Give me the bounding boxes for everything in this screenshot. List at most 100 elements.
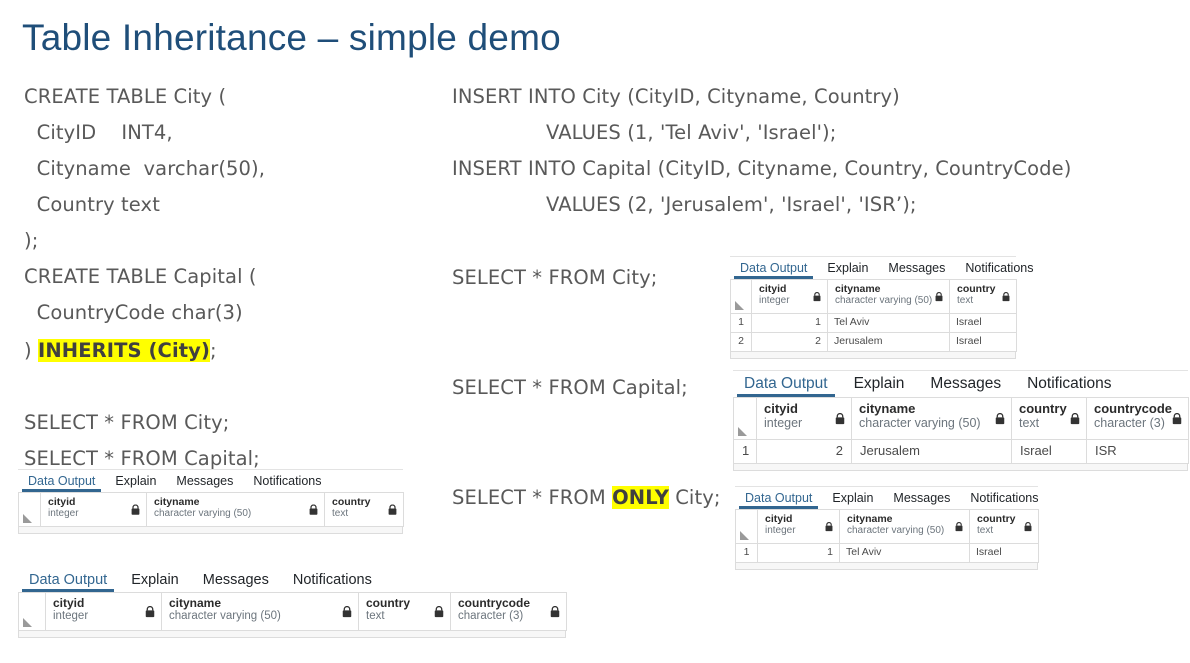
result-panel-right-capital: Data Output Explain Messages Notificatio…: [733, 370, 1189, 471]
select-only-prefix: SELECT * FROM: [452, 486, 613, 509]
tab-notifications[interactable]: Notifications: [965, 261, 1034, 275]
code-create-city-close: );: [24, 229, 39, 252]
column-header-cityname[interactable]: cityname character varying (50): [146, 492, 325, 527]
code-left-select-capital: SELECT * FROM Capital;: [24, 447, 260, 470]
tab-notifications[interactable]: Notifications: [292, 572, 372, 588]
tab-notifications[interactable]: Notifications: [253, 474, 322, 488]
table-row[interactable]: 1 2 Jerusalem Israel ISR: [733, 439, 1189, 464]
tab-notifications[interactable]: Notifications: [1027, 375, 1112, 392]
tab-data-output[interactable]: Data Output: [22, 474, 102, 492]
grid-header-row: cityid integer cityname character varyin…: [730, 279, 1017, 314]
cell-cityname[interactable]: Tel Aviv: [839, 543, 970, 563]
code-right-select-only-city: SELECT * FROM ONLY City;: [452, 486, 721, 510]
column-type: integer: [48, 508, 79, 519]
grid-corner-cell[interactable]: [733, 397, 757, 440]
panel-divider: [730, 256, 1016, 257]
column-header-cityid[interactable]: cityid integer: [45, 592, 162, 631]
tab-data-output[interactable]: Data Output: [739, 491, 819, 509]
column-header-cityname[interactable]: cityname character varying (50): [827, 279, 950, 314]
tab-messages[interactable]: Messages: [176, 474, 234, 488]
tab-explain[interactable]: Explain: [827, 261, 869, 275]
tab-explain[interactable]: Explain: [131, 572, 179, 588]
cell-countrycode[interactable]: ISR: [1086, 439, 1189, 464]
cell-country[interactable]: Israel: [1011, 439, 1087, 464]
column-header-cityid[interactable]: cityid integer: [40, 492, 147, 527]
column-header-country[interactable]: country text: [358, 592, 451, 631]
grid-header-row: cityid integer cityname character varyin…: [18, 492, 404, 527]
column-name: cityid: [53, 596, 85, 610]
column-header-country[interactable]: country text: [1011, 397, 1087, 440]
lock-icon: [434, 605, 444, 618]
grid-corner-cell[interactable]: [18, 592, 46, 631]
cell-cityname[interactable]: Jerusalem: [827, 332, 950, 352]
column-name: cityname: [154, 496, 200, 508]
column-type: integer: [759, 295, 790, 306]
tab-messages[interactable]: Messages: [930, 375, 1002, 392]
column-header-country[interactable]: country text: [949, 279, 1017, 314]
panel-divider: [733, 370, 1188, 371]
code-countrycode-column: CountryCode char(3): [24, 301, 243, 324]
tab-explain[interactable]: Explain: [853, 375, 905, 392]
data-grid-left-capital[interactable]: cityid integer cityname character varyin…: [18, 592, 567, 631]
column-header-cityid[interactable]: cityid integer: [751, 279, 828, 314]
tab-data-output[interactable]: Data Output: [734, 261, 814, 279]
code-right-select-city: SELECT * FROM City;: [452, 266, 658, 289]
cell-country[interactable]: Israel: [949, 332, 1017, 352]
lock-icon: [550, 605, 560, 618]
data-grid-left-city[interactable]: cityid integer cityname character varyin…: [18, 492, 404, 527]
panel-divider: [18, 469, 403, 470]
select-only-suffix: City;: [668, 486, 721, 509]
data-grid-right-city[interactable]: cityid integer cityname character varyin…: [730, 279, 1017, 352]
tab-data-output[interactable]: Data Output: [737, 375, 835, 397]
tab-notifications[interactable]: Notifications: [970, 491, 1039, 505]
column-type: character varying (50): [169, 610, 281, 622]
data-grid-right-capital[interactable]: cityid integer cityname character varyin…: [733, 397, 1189, 464]
page-title: Table Inheritance – simple demo: [22, 17, 561, 58]
cell-cityid[interactable]: 2: [751, 332, 828, 352]
tab-data-output[interactable]: Data Output: [22, 572, 115, 592]
table-row[interactable]: 1 1 Tel Aviv Israel: [730, 313, 1017, 333]
lock-icon: [813, 291, 821, 302]
cell-cityname[interactable]: Jerusalem: [851, 439, 1012, 464]
cell-cityname[interactable]: Tel Aviv: [827, 313, 950, 333]
grid-corner-cell[interactable]: [730, 279, 752, 314]
code-country-column: Country text: [24, 193, 160, 216]
tab-messages[interactable]: Messages: [888, 261, 946, 275]
column-header-cityname[interactable]: cityname character varying (50): [839, 509, 970, 544]
inherits-prefix: ): [24, 339, 39, 362]
cell-country[interactable]: Israel: [969, 543, 1039, 563]
only-highlight: ONLY: [612, 486, 669, 509]
column-header-cityid[interactable]: cityid integer: [756, 397, 852, 440]
table-row[interactable]: 2 2 Jerusalem Israel: [730, 332, 1017, 352]
code-insert-capital-values: VALUES (2, 'Jerusalem', 'Israel', 'ISR’)…: [546, 193, 917, 216]
code-right-select-capital: SELECT * FROM Capital;: [452, 376, 688, 399]
lock-icon: [131, 503, 140, 515]
tab-explain[interactable]: Explain: [832, 491, 874, 505]
grid-corner-cell[interactable]: [18, 492, 41, 527]
row-number: 1: [735, 543, 758, 563]
lock-icon: [825, 521, 833, 532]
column-header-cityid[interactable]: cityid integer: [757, 509, 840, 544]
cell-country[interactable]: Israel: [949, 313, 1017, 333]
cell-cityid[interactable]: 1: [751, 313, 828, 333]
cell-cityid[interactable]: 1: [757, 543, 840, 563]
column-name: cityname: [835, 283, 881, 295]
column-header-cityname[interactable]: cityname character varying (50): [161, 592, 359, 631]
column-header-countrycode[interactable]: countrycode character (3): [450, 592, 567, 631]
column-header-country[interactable]: country text: [969, 509, 1039, 544]
lock-icon: [1070, 412, 1080, 425]
tab-messages[interactable]: Messages: [202, 572, 269, 588]
table-row[interactable]: 1 1 Tel Aviv Israel: [735, 543, 1039, 563]
column-header-country[interactable]: country text: [324, 492, 404, 527]
result-panel-right-only-city: Data Output Explain Messages Notificatio…: [735, 486, 1039, 570]
tab-messages[interactable]: Messages: [893, 491, 951, 505]
tabbar-right-capital: Data Output Explain Messages Notificatio…: [733, 371, 1188, 397]
cell-cityid[interactable]: 2: [756, 439, 852, 464]
tab-explain[interactable]: Explain: [115, 474, 157, 488]
grid-corner-cell[interactable]: [735, 509, 758, 544]
column-header-cityname[interactable]: cityname character varying (50): [851, 397, 1012, 440]
data-grid-right-only-city[interactable]: cityid integer cityname character varyin…: [735, 509, 1039, 563]
lock-icon: [835, 412, 845, 425]
column-header-countrycode[interactable]: countrycode character (3): [1086, 397, 1189, 440]
